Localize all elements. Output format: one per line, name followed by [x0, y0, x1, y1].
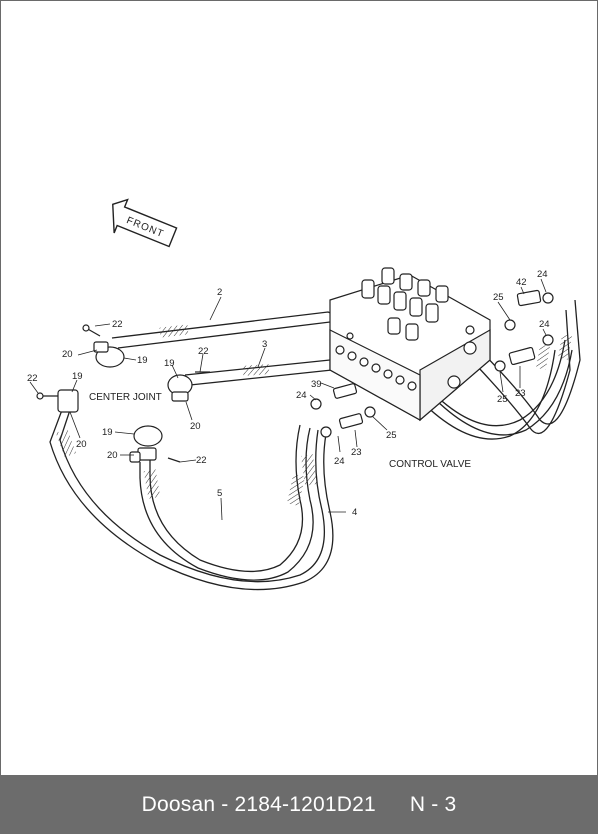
label-22-middle: 22 [198, 346, 209, 357]
label-20-left: 20 [76, 439, 87, 450]
hose-lines [49, 299, 581, 591]
label-4: 4 [352, 507, 357, 518]
label-24-center-left: 24 [296, 390, 307, 401]
label-3: 3 [262, 339, 267, 350]
footer-page-number: N - 3 [409, 792, 457, 816]
label-22-left: 22 [27, 373, 38, 384]
label-23-right: 23 [515, 388, 526, 399]
hose-guards [55, 324, 573, 506]
label-25-center: 25 [386, 430, 397, 441]
label-20-lower: 20 [107, 450, 118, 461]
leader-lines [29, 278, 547, 521]
footer-bar: Doosan - 2184-1201D21 N - 3 [0, 775, 598, 834]
footer-part-number: Doosan - 2184-1201D21 [141, 792, 376, 816]
hydraulic-parts-diagram: FRONT [27, 198, 581, 591]
label-23-center: 23 [351, 447, 362, 458]
flange-fittings [36, 324, 210, 463]
control-valve-label: CONTROL VALVE [389, 459, 471, 470]
label-20-middle: 20 [190, 421, 201, 432]
part-number-labels: 2 3 4 5 19 19 19 19 20 20 20 20 22 22 22… [27, 269, 550, 518]
label-22-upper: 22 [112, 319, 123, 330]
control-valve [329, 267, 491, 422]
label-19-left: 19 [72, 371, 83, 382]
label-2: 2 [217, 287, 222, 298]
label-42: 42 [516, 277, 527, 288]
label-24-right-top: 24 [537, 269, 548, 280]
label-39: 39 [311, 379, 322, 390]
label-24-center-low: 24 [334, 456, 345, 467]
label-25-right-low: 25 [497, 394, 508, 405]
center-joint-label: CENTER JOINT [89, 392, 162, 403]
label-5: 5 [217, 488, 222, 499]
label-22-lower: 22 [196, 455, 207, 466]
label-19-upper: 19 [137, 355, 148, 366]
front-arrow: FRONT [112, 198, 178, 248]
label-24-right-mid: 24 [539, 319, 550, 330]
label-20-upper: 20 [62, 349, 73, 360]
label-19-middle: 19 [164, 358, 175, 369]
label-25-right-top: 25 [493, 292, 504, 303]
label-19-lower: 19 [102, 427, 113, 438]
valve-fittings [310, 289, 554, 438]
